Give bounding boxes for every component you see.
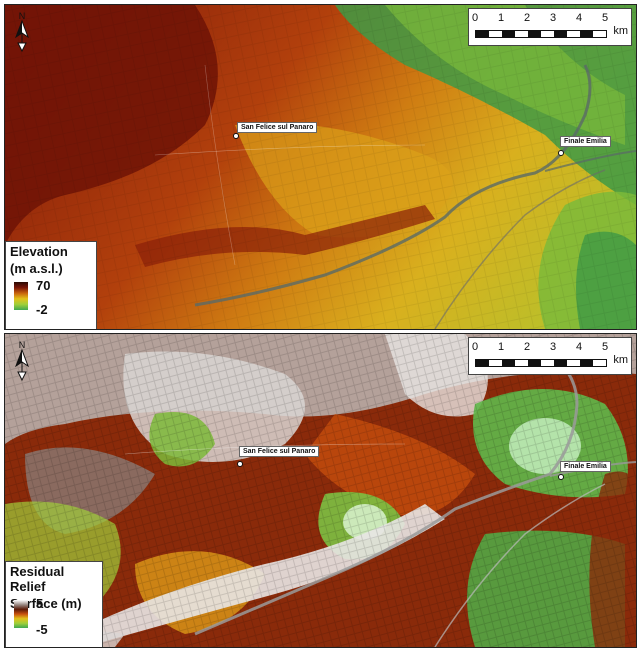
scale-tick: 2 [523,341,531,353]
legend-min-value: -5 [36,622,48,637]
legend-color-ramp [14,282,28,310]
scale-bar-segments [475,30,607,38]
scale-bar: 0 1 2 3 4 5 km [468,337,632,375]
scale-tick: 2 [523,12,531,24]
legend-max-value: 5 [36,596,44,611]
legend-title-line2: (m a.s.l.) [10,261,63,276]
town-marker [558,150,564,156]
scale-bar: 0 1 2 3 4 5 km [468,8,632,46]
scale-unit: km [613,25,628,37]
town-marker [233,133,239,139]
scale-tick: 5 [601,12,609,24]
scale-tick: 1 [497,341,505,353]
legend-min-value: -2 [36,302,48,317]
town-label-finale-emilia: Finale Emilia [560,461,611,472]
scale-tick: 5 [601,341,609,353]
residual-relief-map-panel: N 0 1 2 3 4 5 km San Felice sul Panaro F… [4,333,637,648]
scale-tick: 4 [575,12,583,24]
town-marker [237,461,243,467]
north-arrow-icon: N [14,11,30,53]
town-marker [558,474,564,480]
scale-tick: 3 [549,341,557,353]
town-label-finale-emilia: Finale Emilia [560,136,611,147]
legend-color-ramp [14,600,28,628]
svg-text:N: N [19,11,26,21]
scale-tick: 3 [549,12,557,24]
legend-title-line1: Residual Relief [10,564,65,594]
residual-relief-legend: Residual Relief Surface (m) 5 -5 [5,561,103,647]
scale-bar-ticks: 0 1 2 3 4 5 [471,341,609,355]
elevation-map-raster [5,5,636,329]
town-label-san-felice: San Felice sul Panaro [239,446,320,457]
elevation-map-panel: N 0 1 2 3 4 5 km San Felice sul Panaro F… [4,4,637,330]
elevation-legend: Elevation (m a.s.l.) 70 -2 [5,241,97,329]
legend-title-line1: Elevation [10,244,68,259]
scale-tick: 1 [497,12,505,24]
town-label-san-felice: San Felice sul Panaro [237,122,318,133]
scale-tick: 4 [575,341,583,353]
svg-text:N: N [19,340,26,350]
scale-tick: 0 [471,341,479,353]
north-arrow-icon: N [14,340,30,382]
scale-unit: km [613,354,628,366]
scale-bar-segments [475,359,607,367]
scale-bar-ticks: 0 1 2 3 4 5 [471,12,609,26]
scale-tick: 0 [471,12,479,24]
legend-max-value: 70 [36,278,51,293]
